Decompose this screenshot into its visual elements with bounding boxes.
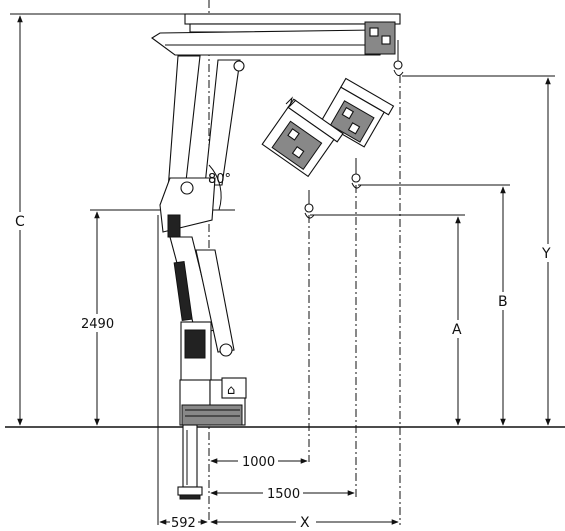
crane-boom-position-1500	[320, 77, 395, 148]
dimension-y-label: Y	[541, 246, 551, 262]
break-mark	[285, 96, 297, 108]
dimension-2490-label: 2490	[81, 317, 114, 332]
crane-column	[169, 236, 235, 357]
crane-boom-position-1000	[261, 98, 344, 178]
hook-1000	[304, 203, 314, 213]
angle-arc	[208, 164, 222, 211]
dimension-b-label: B	[498, 294, 508, 310]
dimension-x-label: X	[300, 515, 310, 531]
dimension-1000-label: 1000	[242, 455, 275, 470]
svg-text:⌂: ⌂	[227, 383, 235, 398]
crane-inner-boom	[159, 55, 245, 238]
dimension-c-label: C	[15, 214, 25, 230]
crane-base: ⌂	[179, 321, 247, 426]
dimension-1500-label: 1500	[267, 487, 300, 502]
dimension-a-label: A	[452, 322, 462, 338]
crane-stabilizer-leg	[177, 424, 203, 500]
dimension-592-label: 592	[171, 516, 196, 531]
hook-1500	[351, 173, 361, 183]
crane-main-boom	[151, 13, 404, 76]
crane-illustration: 80° ⌂	[151, 13, 404, 500]
angle-label: 80°	[208, 172, 231, 187]
